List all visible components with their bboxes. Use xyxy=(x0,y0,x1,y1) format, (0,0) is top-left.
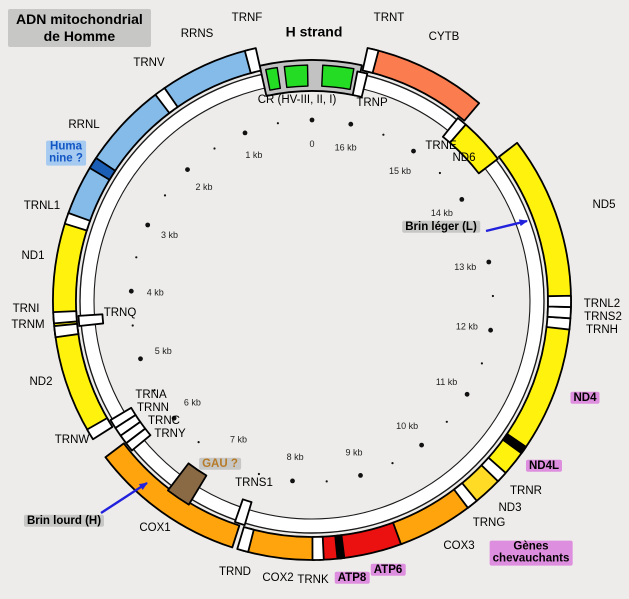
kb-halfdot-12 xyxy=(491,294,494,298)
segment-trnm xyxy=(53,322,80,339)
kb-dot-5 xyxy=(138,356,143,362)
kb-halfdot-8 xyxy=(325,480,328,483)
kb-halfdot-1 xyxy=(213,147,216,150)
kb-dot-2 xyxy=(185,167,190,173)
kb-halfdot-10 xyxy=(445,420,448,423)
kb-halfdot-13 xyxy=(477,228,480,231)
kb-dot-16 xyxy=(348,121,354,127)
segment-nd4-overlap-divider xyxy=(502,433,527,455)
kb-label-8: 8 kb xyxy=(287,452,304,462)
segment-trnv xyxy=(154,87,179,114)
segment-hv-iii xyxy=(265,66,282,91)
kb-dot-3 xyxy=(145,222,151,228)
kb-dot-0 xyxy=(309,117,315,123)
segment-humanin-band xyxy=(88,157,117,181)
kb-label-13: 13 kb xyxy=(454,262,476,272)
kb-label-10: 10 kb xyxy=(396,421,418,431)
kb-dot-15 xyxy=(411,148,416,154)
kb-label-7: 7 kb xyxy=(230,435,247,445)
segment-trne xyxy=(442,117,467,144)
segment-hv-ii xyxy=(283,64,309,89)
segment-trnl2 xyxy=(547,294,572,308)
kb-halfdot-4 xyxy=(131,324,134,327)
segment-trnp xyxy=(351,70,369,98)
kb-halfdot-11 xyxy=(480,362,483,365)
kb-label-3: 3 kb xyxy=(161,230,178,240)
kb-halfdot-6 xyxy=(197,441,200,444)
kb-label-12: 12 kb xyxy=(456,321,478,331)
kb-halfdot-0 xyxy=(276,122,279,125)
kb-label-4: 4 kb xyxy=(147,288,164,298)
segment-trnt xyxy=(361,47,380,74)
kb-halfdot-5 xyxy=(153,389,156,392)
kb-dot-1 xyxy=(242,130,248,136)
kb-dot-8 xyxy=(290,478,295,484)
kb-halfdot-7 xyxy=(257,472,260,476)
segment-trnq xyxy=(77,313,105,327)
kb-dot-12 xyxy=(488,327,493,333)
kb-scale: 0 1 kb 2 kb 3 kb 4 kb 5 kb 6 kb 7 kb 8 kb 9 kb 10 … xyxy=(128,117,494,484)
kb-label-2: 2 kb xyxy=(195,182,212,192)
kb-halfdot-2 xyxy=(163,194,167,197)
segment-hv-i xyxy=(321,64,355,91)
kb-halfdot-3 xyxy=(135,256,138,259)
kb-dot-10 xyxy=(419,442,424,448)
segment-trns2 xyxy=(546,305,572,320)
segment-trnw xyxy=(86,417,114,441)
segment-trni xyxy=(52,310,78,325)
kb-dot-11 xyxy=(464,391,470,397)
brin-leger-arrow xyxy=(485,219,528,233)
kb-label-15: 15 kb xyxy=(389,166,411,176)
kb-label-5: 5 kb xyxy=(155,346,172,356)
kb-dot-7 xyxy=(224,458,230,464)
segment-trnl1 xyxy=(63,212,91,232)
segment-trnr xyxy=(480,456,507,483)
kb-label-9: 9 kb xyxy=(345,447,362,457)
diagram-title-line1: ADN mitochondrial xyxy=(16,11,143,27)
kb-label-6: 6 kb xyxy=(184,398,201,408)
segment-trnf xyxy=(243,47,262,74)
kb-halfdot-9 xyxy=(391,462,394,465)
kb-dot-4 xyxy=(128,288,134,294)
segment-gau-box xyxy=(167,462,208,506)
kb-label-0: 0 xyxy=(309,139,314,149)
kb-dot-9 xyxy=(358,473,363,478)
kb-label-14: 14 kb xyxy=(431,208,453,218)
diagram-title: ADN mitochondrial de Homme xyxy=(8,9,151,47)
kb-halfdot-14 xyxy=(438,171,441,175)
kb-halfdot-15 xyxy=(382,133,385,136)
kb-dot-14 xyxy=(459,197,465,202)
kb-dot-13 xyxy=(486,259,492,265)
segment-cox1 xyxy=(104,442,241,549)
segment-trns1 xyxy=(234,498,253,526)
segment-atp-overlap-divider xyxy=(334,534,346,560)
kb-label-11: 11 kb xyxy=(436,377,457,387)
diagram-title-line2: de Homme xyxy=(43,27,116,44)
kb-dot-6 xyxy=(171,415,177,421)
segment-trnk xyxy=(311,535,325,561)
brin-lourd-arrow xyxy=(100,481,148,515)
kb-label-1: 1 kb xyxy=(245,150,262,160)
segment-nd5 xyxy=(497,141,572,316)
segment-trny xyxy=(125,427,152,452)
segment-trng xyxy=(453,482,478,509)
kb-label-16: 16 kb xyxy=(335,143,357,153)
segment-trnd xyxy=(236,526,255,553)
